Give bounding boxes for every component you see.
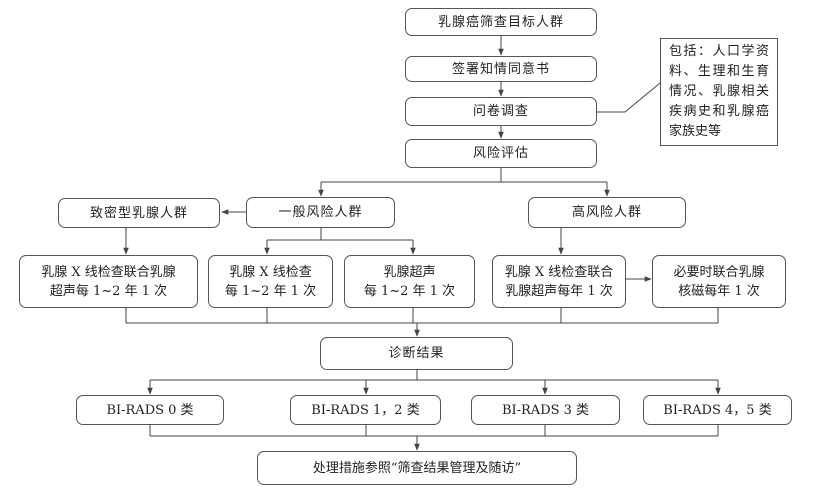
birads-12-box: BI-RADS 1，2 类	[290, 395, 441, 425]
general-risk-group-label: 一般风险人群	[278, 205, 363, 220]
general-xray-line2: 每 1~2 年 1 次	[224, 283, 317, 299]
dense-breast-group-box: 致密型乳腺人群	[58, 198, 220, 228]
birads-45-label: BI-RADS 4，5 类	[663, 402, 772, 418]
high-exam-line2: 乳腺超声每年 1 次	[505, 283, 613, 299]
birads-0-box: BI-RADS 0 类	[76, 395, 224, 425]
note-pointer-line	[597, 82, 661, 113]
questionnaire-note-box: 包括：人口学资料、生理和生育情况、乳腺相关疾病史和乳腺癌家族史等	[660, 38, 778, 146]
target-population-box: 乳腺癌筛查目标人群	[405, 8, 597, 36]
questionnaire-box: 问卷调查	[405, 97, 597, 126]
general-xray-plan-box: 乳腺 X 线检查 每 1~2 年 1 次	[208, 255, 333, 308]
birads-3-box: BI-RADS 3 类	[471, 395, 620, 425]
high-mri-plan-box: 必要时联合乳腺 核磁每年 1 次	[652, 255, 786, 308]
birads-0-label: BI-RADS 0 类	[106, 402, 194, 418]
dense-exam-plan-box: 乳腺 X 线检查联合乳腺 超声每 1~2 年 1 次	[19, 255, 198, 308]
diagnosis-result-box: 诊断结果	[320, 337, 513, 370]
dense-exam-line2: 超声每 1~2 年 1 次	[49, 283, 168, 299]
birads-45-box: BI-RADS 4，5 类	[643, 395, 792, 425]
general-xray-line1: 乳腺 X 线检查	[229, 264, 312, 280]
high-exam-plan-box: 乳腺 X 线检查联合 乳腺超声每年 1 次	[492, 255, 626, 308]
dense-breast-group-label: 致密型乳腺人群	[89, 205, 188, 221]
general-ultrasound-plan-box: 乳腺超声 每 1~2 年 1 次	[344, 255, 475, 308]
general-ultrasound-line2: 每 1~2 年 1 次	[363, 283, 456, 299]
high-exam-line1: 乳腺 X 线检查联合	[504, 264, 614, 280]
target-population-label: 乳腺癌筛查目标人群	[437, 14, 564, 30]
management-box: 处理措施参照“筛查结果管理及随访”	[257, 451, 577, 485]
questionnaire-label: 问卷调查	[472, 104, 529, 119]
informed-consent-label: 签署知情同意书	[451, 61, 550, 77]
informed-consent-box: 签署知情同意书	[405, 56, 597, 82]
risk-assessment-label: 风险评估	[472, 146, 529, 161]
management-label: 处理措施参照“筛查结果管理及随访”	[312, 460, 522, 476]
dense-exam-line1: 乳腺 X 线检查联合乳腺	[41, 264, 176, 280]
general-risk-group-box: 一般风险人群	[246, 197, 395, 228]
questionnaire-note-text: 包括：人口学资料、生理和生育情况、乳腺相关疾病史和乳腺癌家族史等	[669, 44, 769, 139]
risk-assessment-box: 风险评估	[405, 139, 597, 168]
high-mri-line1: 必要时联合乳腺	[673, 264, 765, 280]
birads-12-label: BI-RADS 1，2 类	[311, 402, 420, 418]
birads-3-label: BI-RADS 3 类	[501, 402, 590, 418]
high-risk-group-box: 高风险人群	[528, 197, 686, 228]
diagnosis-result-label: 诊断结果	[388, 346, 445, 361]
high-risk-group-label: 高风险人群	[571, 205, 642, 220]
general-ultrasound-line1: 乳腺超声	[383, 264, 436, 280]
high-mri-line2: 核磁每年 1 次	[678, 283, 760, 299]
